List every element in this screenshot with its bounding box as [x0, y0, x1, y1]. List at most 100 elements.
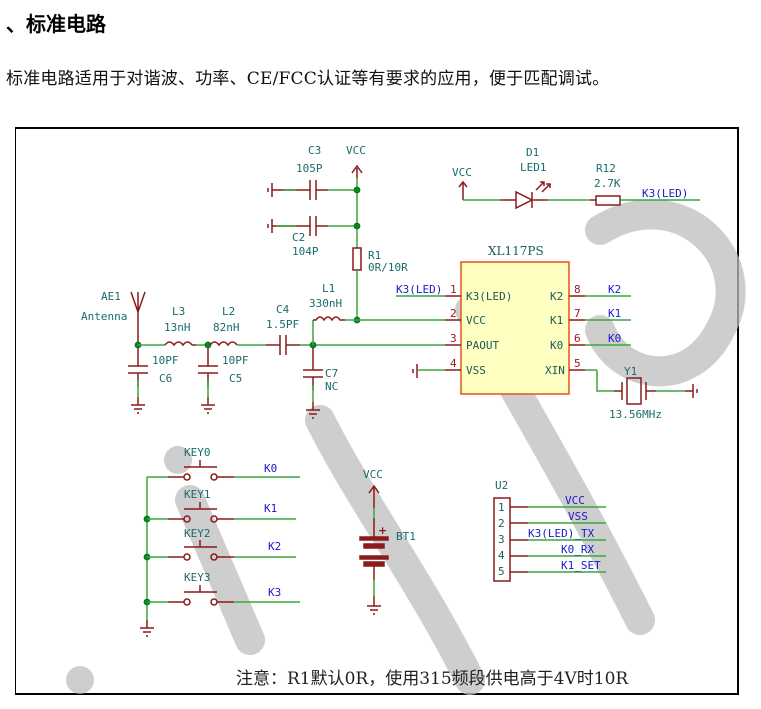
connector-pin-net: VCC: [565, 494, 585, 507]
connector-pin-net: K0_RX: [561, 543, 594, 556]
ic-xl117ps: XL117PS K3(LED) 1 K3(LED) 2 VCC 3 PAOUT …: [313, 244, 631, 395]
vcc-label-led: VCC: [452, 166, 472, 179]
ic-pin6-net: K0: [608, 332, 621, 345]
ic-pin6-name: K0: [550, 339, 563, 352]
rf-matching-network: AE1 Antenna L3 13nH L2 82nH C4 1.5PF L1 …: [81, 282, 357, 419]
vcc-arrow-icon: [368, 484, 380, 500]
r1-resistor-icon: [352, 247, 362, 271]
battery-cells-icon: [359, 536, 389, 567]
connector-pin-num: 3: [498, 533, 505, 546]
key2-contact-icon: [183, 553, 191, 561]
u2-ref: U2: [495, 479, 508, 492]
vcc-label-top: VCC: [346, 144, 366, 157]
key0-ref: KEY0: [184, 446, 211, 459]
connector-pin: 2 VSS: [498, 510, 606, 530]
r12-ref: R12: [596, 162, 616, 175]
schematic-note: 注意：R1默认0R，使用315频段供电高于4V时10R: [236, 669, 629, 689]
ic-pin5-name: XIN: [545, 364, 565, 377]
ground-icon: [692, 384, 698, 398]
connector-pin-num: 4: [498, 549, 505, 562]
watermark: [66, 199, 746, 695]
section-heading: 、标准电路: [6, 12, 106, 36]
c5-ref: C5: [229, 372, 242, 385]
ic-pin1-net: K3(LED): [396, 283, 442, 296]
ic-pin8-name: K2: [550, 290, 563, 303]
l1-value: 330nH: [309, 297, 342, 310]
l3-inductor-icon: [164, 341, 196, 347]
ae1-value: Antenna: [81, 310, 127, 323]
l2-value: 82nH: [213, 321, 240, 334]
schematic-frame: [15, 127, 739, 695]
ic-pin5-num: 5: [574, 357, 581, 370]
bt1-ref: BT1: [396, 530, 416, 543]
key0-contact-icon: [183, 473, 191, 481]
key2-actuator-icon: [184, 540, 217, 548]
c2-capacitor-icon: [296, 216, 328, 236]
key0-actuator-icon: [184, 460, 217, 468]
d1-ref: D1: [526, 146, 539, 159]
c4-capacitor-icon: [279, 335, 287, 355]
ground-icon: [267, 219, 273, 233]
ic-name: XL117PS: [488, 244, 544, 258]
key0-net: K0: [264, 462, 277, 475]
battery-bt1-group: VCC + BT1: [359, 468, 416, 615]
key-switch-group: KEY0 K0 KEY1 K1 KEY2 K2 KEY3 K3: [140, 446, 300, 637]
ground-icon: [267, 183, 273, 197]
crystal-body-icon: [626, 377, 642, 405]
key2-net: K2: [268, 540, 281, 553]
c4-ref: C4: [276, 303, 290, 316]
key3-net: K3: [268, 586, 281, 599]
c2-ref: C2: [292, 231, 305, 244]
c7-ref: C7: [325, 367, 338, 380]
connector-pin-net: K3(LED)_TX: [528, 527, 595, 540]
key0-contact-icon: [210, 473, 218, 481]
connector-pin-net: VSS: [568, 510, 588, 523]
ic-pin6-num: 6: [574, 332, 581, 345]
c6-value: 10PF: [152, 354, 179, 367]
r12-value: 2.7K: [594, 177, 621, 190]
l3-ref: L3: [172, 305, 185, 318]
intro-paragraph: 标准电路适用于对谐波、功率、CE/FCC认证等有要求的应用，便于匹配调试。: [6, 69, 610, 89]
ic-pin8-net: K2: [608, 283, 621, 296]
ic-pin4-num: 4: [450, 357, 457, 370]
key1-ref: KEY1: [184, 488, 211, 501]
key3-ref: KEY3: [184, 571, 211, 584]
ground-icon: [201, 404, 215, 414]
c3-ref: C3: [308, 144, 321, 157]
y1-ref: Y1: [624, 365, 637, 378]
connector-pin-num: 5: [498, 565, 505, 578]
net-label-k3-led: K3(LED): [642, 187, 688, 200]
l1-inductor-icon: [313, 316, 345, 322]
c7-value: NC: [325, 380, 338, 393]
c3-capacitor-icon: [296, 180, 328, 200]
light-emission-icon: [535, 181, 551, 193]
vcc-arrow-icon: [351, 164, 363, 178]
ic-pin3-num: 3: [450, 332, 457, 345]
ic-pin2-name: VCC: [466, 314, 486, 327]
ic-pin7-num: 7: [574, 307, 581, 320]
connector-pin: 4 K0_RX: [498, 543, 606, 562]
antenna-icon: [130, 291, 146, 345]
ic-pin2-num: 2: [450, 307, 457, 320]
connector-pin-net: K1_SET: [561, 559, 601, 572]
ground-icon: [412, 364, 418, 378]
ic-pin8-num: 8: [574, 283, 581, 296]
l1-ref: L1: [322, 282, 335, 295]
battery-polarity: +: [378, 524, 387, 537]
key2-ref: KEY2: [184, 527, 211, 540]
ic-pin4-name: VSS: [466, 364, 486, 377]
key1-actuator-icon: [184, 502, 217, 510]
led-diode-icon: [515, 190, 534, 210]
c4-value: 1.5PF: [266, 318, 299, 331]
c5-value: 10PF: [222, 354, 249, 367]
r12-resistor-icon: [595, 195, 621, 206]
c6-ref: C6: [159, 372, 172, 385]
c5-capacitor-icon: [198, 365, 218, 374]
ic-pin7-name: K1: [550, 314, 563, 327]
key1-contact-icon: [183, 515, 191, 523]
connector-pin: 3 K3(LED)_TX: [498, 527, 606, 546]
ic-pin1-name: K3(LED): [466, 290, 512, 303]
ic-pin7-net: K1: [608, 307, 621, 320]
r1-value: 0R/10R: [368, 261, 408, 274]
c3-value: 105P: [296, 162, 323, 175]
